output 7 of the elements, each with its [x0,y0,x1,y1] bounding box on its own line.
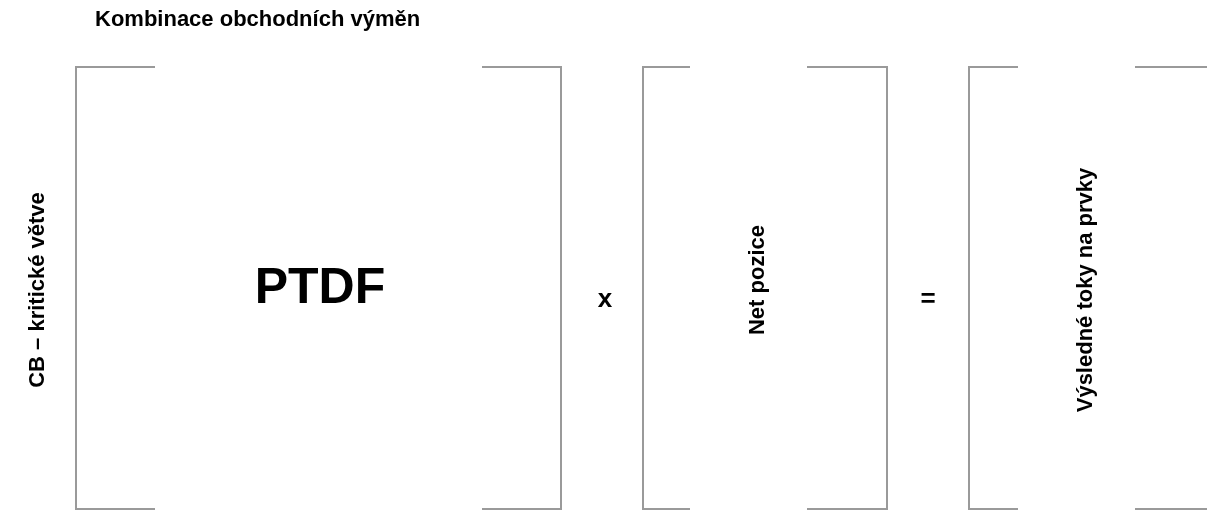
matrix-symbol: PTDF [254,261,386,311]
operator-sign: = [920,285,936,311]
column-axis-label: Kombinace obchodních výměn [95,8,421,30]
matrix-label: Výsledné toky na prvky [1074,167,1096,413]
operator-sign: x [597,285,613,311]
matrix-label: Net pozice [746,225,768,335]
row-axis-label: CB – kritické větve [26,192,48,388]
